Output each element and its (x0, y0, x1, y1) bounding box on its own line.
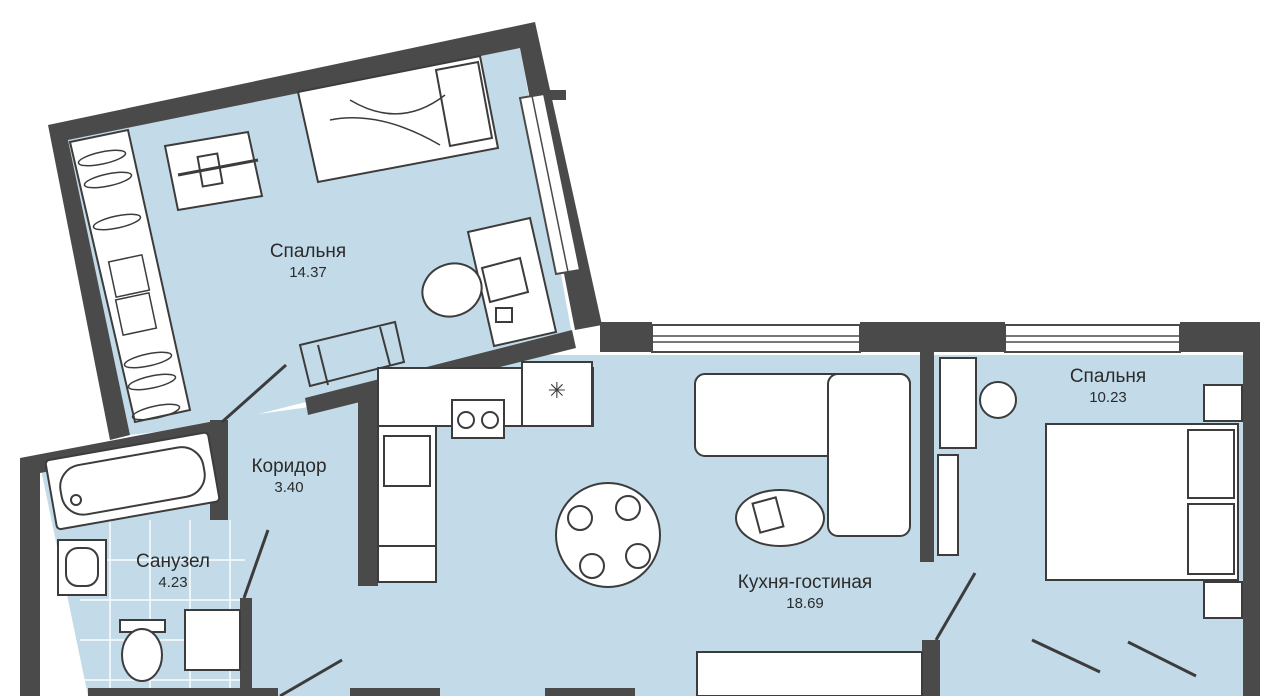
room-area: 14.37 (289, 263, 327, 281)
window-bedroom-small (1004, 324, 1181, 353)
door-bathroom (242, 529, 270, 599)
label-bedroom-large: Спальня 14.37 (270, 240, 346, 283)
door-bedroom-large (221, 363, 287, 424)
desk-chair (421, 262, 483, 318)
oven (377, 545, 437, 583)
wall-bottom-a (88, 688, 278, 696)
furniture: ✳ (44, 54, 1243, 696)
hangers (77, 149, 181, 421)
tv-unit (696, 651, 923, 696)
room-name: Кухня-гостиная (737, 572, 873, 593)
door-balcony-b (1127, 640, 1197, 678)
label-kitchen-living: Кухня-гостиная 18.69 (738, 571, 872, 614)
wall-top-kitchen-a (600, 322, 652, 352)
washing-machine (184, 609, 241, 671)
room-name: Спальня (269, 241, 347, 262)
wall-top-kitchen-b (860, 322, 1005, 352)
wall-corridor-kitchen (358, 396, 378, 586)
wall-bedroom-outer (48, 22, 602, 440)
wall-right-bedroom (548, 90, 566, 100)
room-area: 3.40 (274, 478, 304, 496)
room-area: 4.23 (158, 573, 188, 591)
pillow-large (434, 60, 494, 148)
floor-balcony (940, 645, 1243, 696)
wall-kitchen-bedroom-div (920, 352, 934, 562)
door-entrance (279, 658, 343, 696)
plant (979, 381, 1017, 419)
nightstand-bottom (1203, 581, 1243, 619)
label-corridor: Коридор 3.40 (251, 455, 326, 498)
door-balcony-a (1031, 638, 1101, 674)
room-name: Спальня (1069, 366, 1147, 387)
room-area: 18.69 (786, 594, 824, 612)
window-kitchen (651, 324, 861, 353)
wall-bottom-b (350, 688, 440, 696)
room-name: Санузел (135, 551, 211, 572)
toilet (121, 628, 163, 682)
label-bedroom-small: Спальня 10.23 (1070, 365, 1146, 408)
wall-bottom-c (545, 688, 635, 696)
doors (221, 363, 1197, 696)
label-bathroom: Санузел 4.23 (136, 550, 210, 593)
dresser (939, 357, 977, 449)
nightstand-top (1203, 384, 1243, 422)
room-name: Коридор (251, 456, 327, 477)
sofa-chaise (827, 373, 911, 537)
exercise-machine (163, 130, 264, 212)
wardrobe (68, 128, 192, 424)
bath-drain (70, 494, 82, 506)
laptop (480, 256, 530, 304)
wall-kitchen-bedroom-div-low (922, 640, 940, 696)
wall-right-outer (1243, 322, 1260, 696)
rack (298, 320, 406, 388)
bathtub (44, 431, 221, 531)
window-lines (531, 95, 1180, 343)
dining-table (555, 482, 661, 588)
room-area: 10.23 (1089, 388, 1127, 406)
wall-bathroom-left (20, 458, 40, 696)
door-bedroom-small (934, 572, 977, 641)
wardrobe-small (937, 454, 959, 556)
wall-bath-corridor-low (240, 598, 252, 696)
windows (518, 92, 1181, 353)
desk-lamp (495, 307, 513, 323)
cooktop (451, 399, 505, 439)
kitchen-sink (383, 435, 431, 487)
fridge (521, 361, 593, 427)
svg-text:✳: ✳ (548, 379, 566, 404)
